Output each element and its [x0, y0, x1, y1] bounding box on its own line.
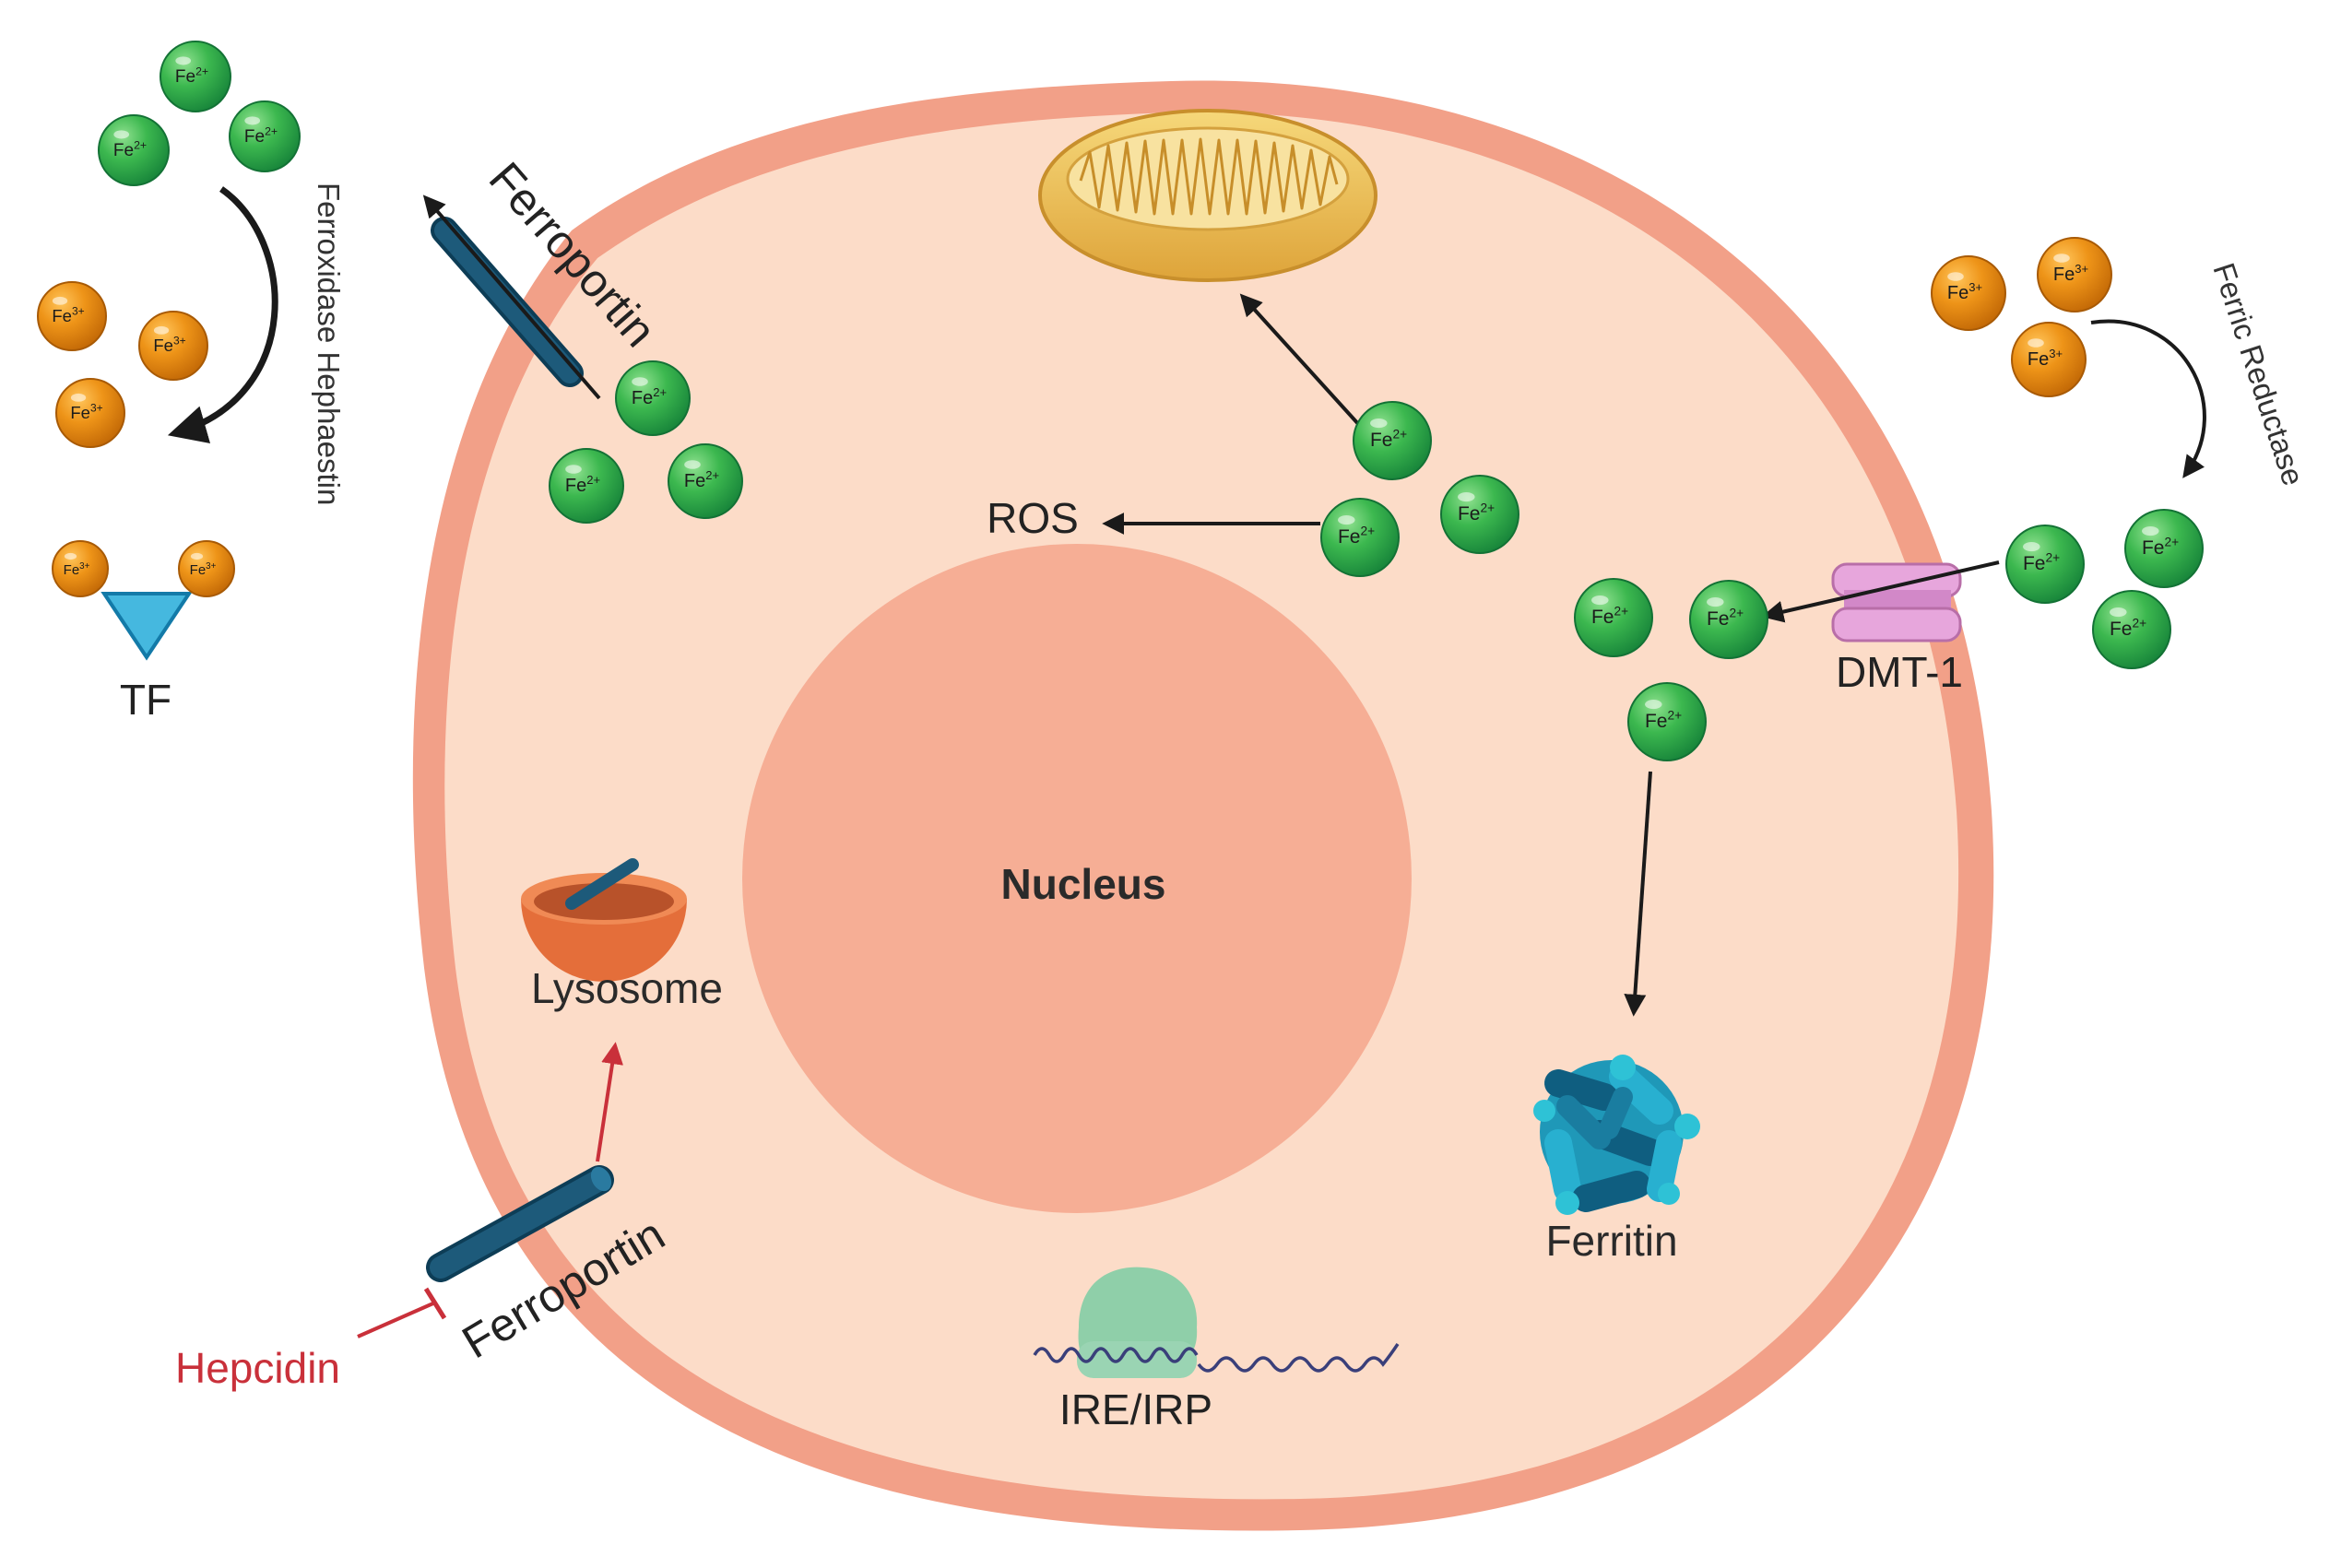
pathway-arrows: ROS	[987, 293, 2000, 1017]
ferrous-ion: Fe2+	[1440, 475, 1519, 554]
ferrous-ion: Fe2+	[98, 114, 170, 186]
ferroxidase-conversion: Ferroxidase Hephaestin	[167, 183, 346, 505]
ferrous-ion: Fe2+	[1627, 682, 1707, 761]
nucleus: Nucleus	[742, 544, 1412, 1213]
ion-label: Fe2+	[1458, 501, 1495, 525]
dmt1-import-arrow	[1761, 560, 2000, 623]
ferric-ion: Fe3+	[52, 540, 109, 597]
hepcidin-inhibition-bar	[423, 1287, 447, 1320]
mitochondrion-cristae	[1079, 137, 1339, 216]
lysosome-interior	[534, 883, 674, 920]
ferric-ion: Fe3+	[1931, 255, 2006, 331]
nucleus-label: Nucleus	[1001, 860, 1166, 908]
lysosome-ferroportin	[565, 858, 639, 910]
mitochondrion	[1038, 109, 1377, 282]
ferrous-ion: Fe2+	[549, 448, 624, 524]
ferrous-ion: Fe2+	[1320, 498, 1400, 577]
hepcidin-label: Hepcidin	[175, 1344, 340, 1392]
hepcidin-inhibition	[357, 1301, 436, 1338]
ferroxidase-label: Ferroxidase Hephaestin	[312, 183, 346, 505]
ire-rna-strand	[1033, 1343, 1400, 1373]
lysosome-label: Lysosome	[531, 964, 723, 1012]
dmt1-label: DMT-1	[1836, 648, 1963, 696]
ferrous-ion: Fe2+	[2005, 525, 2085, 604]
irp-protein	[1078, 1267, 1198, 1364]
ferric-ion: Fe3+	[138, 311, 208, 381]
mitochondrion-arrow	[1239, 293, 1362, 428]
ferrous-ion: Fe2+	[229, 100, 301, 172]
ferritin-subunits	[1544, 1063, 1682, 1212]
ferritin-label: Ferritin	[1545, 1217, 1677, 1265]
ire-irp-label: IRE/IRP	[1059, 1385, 1212, 1433]
ferrous-ion: Fe2+	[1353, 401, 1432, 480]
dmt1-transporter: DMT-1	[1831, 562, 1963, 696]
ferric-ion: Fe3+	[37, 281, 107, 351]
ferroportin-top-arrow	[422, 195, 601, 400]
ferrous-ion: Fe2+	[1574, 578, 1653, 657]
ferrous-ion: Fe2+	[668, 443, 743, 519]
ferrous-ion: Fe2+	[1689, 580, 1768, 659]
transferrin: TF	[100, 592, 193, 724]
ferric-reductase-conversion: Ferric Reductase	[2090, 259, 2311, 489]
ion-label: Fe3+	[2028, 347, 2063, 370]
ferric-ion: Fe3+	[2037, 237, 2112, 312]
ferric-ion: Fe3+	[2011, 322, 2087, 397]
ion-label: Fe2+	[1370, 428, 1407, 451]
iron-ions: Fe2+Fe2+Fe2+Fe3+Fe3+Fe3+Fe3+Fe3+Fe2+Fe2+…	[37, 41, 2204, 761]
ferrous-ion: Fe2+	[615, 360, 691, 436]
ferrous-ion: Fe2+	[2124, 509, 2204, 588]
ferrous-ion: Fe2+	[160, 41, 231, 112]
ferric-reductase-label: Ferric Reductase	[2206, 259, 2311, 489]
lysosome: Lysosome	[521, 858, 723, 1012]
ferric-reductase-arrow	[2090, 319, 2206, 478]
tf-label: TF	[120, 676, 171, 724]
lysosome-arrow	[596, 1042, 623, 1162]
nucleus-body	[742, 544, 1412, 1213]
ros-label: ROS	[987, 494, 1079, 542]
ire-irp: IRE/IRP	[1033, 1267, 1400, 1433]
ferritin-arrow	[1624, 771, 1652, 1017]
transferrin-triangle	[100, 592, 193, 661]
ferritin: Ferritin	[1533, 1055, 1700, 1265]
ferric-ion: Fe3+	[178, 540, 235, 597]
ferroxidase-arrow	[167, 186, 278, 443]
ferrous-ion: Fe2+	[2092, 590, 2171, 669]
ferric-ion: Fe3+	[55, 378, 125, 448]
